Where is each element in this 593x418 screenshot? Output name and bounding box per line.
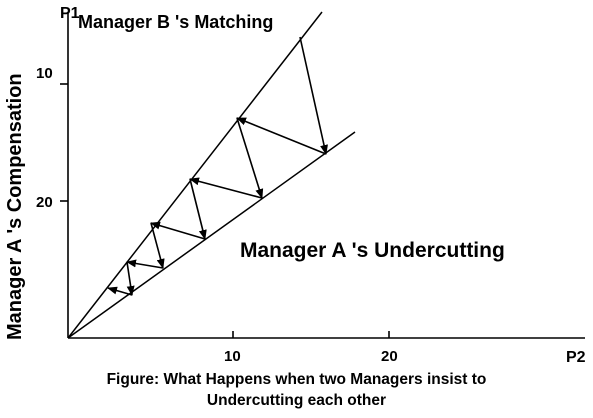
- adjustment-arrows: [107, 36, 328, 296]
- caption-line-1: Figure: What Happens when two Managers i…: [0, 369, 593, 390]
- caption-text-1: What Happens when two Managers insist to: [163, 371, 487, 388]
- y-tick-10-label: 10: [36, 65, 53, 82]
- arrow: [150, 221, 206, 240]
- line-b-matching: [67, 11, 323, 339]
- y-axis-title: Manager A 's Compensation: [4, 73, 26, 340]
- arrow: [189, 177, 263, 199]
- caption-lead: Figure:: [106, 371, 160, 388]
- arrow: [236, 117, 327, 155]
- arrow: [126, 259, 164, 269]
- arrow: [150, 222, 165, 269]
- figure-caption: Figure: What Happens when two Managers i…: [0, 369, 593, 411]
- line-b-label: Manager B 's Matching: [78, 12, 273, 32]
- caption-line-2: Undercutting each other: [206, 392, 387, 409]
- y-tick-20-label: 20: [36, 194, 53, 211]
- y-axis-end-label: P1: [60, 5, 80, 22]
- arrow: [236, 117, 264, 199]
- x-tick-20-label: 20: [381, 348, 398, 365]
- line-a-label: Manager A 's Undercutting: [240, 239, 505, 262]
- line-a-undercutting: [67, 131, 356, 339]
- x-tick-10-label: 10: [224, 348, 241, 365]
- arrow: [126, 261, 135, 296]
- arrow: [189, 178, 207, 240]
- arrow: [107, 286, 133, 296]
- arrow: [299, 36, 328, 155]
- x-axis-end-label: P2: [566, 349, 586, 366]
